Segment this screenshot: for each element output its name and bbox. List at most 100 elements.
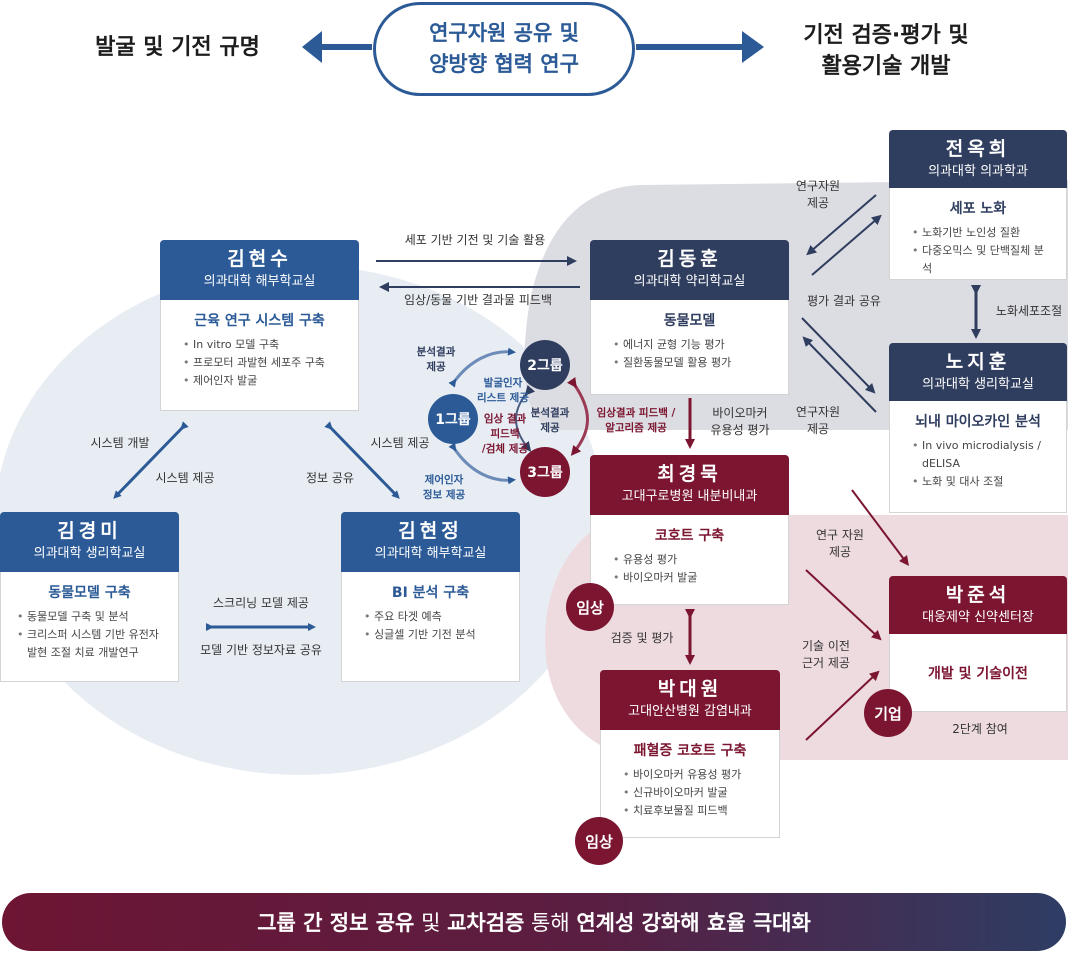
person-affiliation: 의과대학 해부학교실	[374, 546, 487, 561]
label-discovery-list: 발굴인자 리스트 제공	[477, 377, 529, 404]
person-header: 전옥희 의과대학 의과학과	[889, 130, 1067, 188]
label-system-provide-2: 시스템 제공	[370, 436, 430, 450]
label-tech-transfer: 기술 이전 근거 제공	[802, 639, 850, 670]
person-role-title: BI 분석 구축	[391, 585, 470, 601]
person-name: 김현정	[398, 520, 463, 542]
arrow-choi-to-junseok	[805, 569, 882, 641]
list-item: 다중오믹스 및 단백질체 분석	[912, 242, 1052, 278]
banner-part-4: 통해	[524, 911, 577, 935]
label-screening: 스크리닝 모델 제공	[213, 596, 309, 610]
header-center-line1: 연구자원 공유 및	[429, 21, 579, 45]
label-clinic-algorithm: 임상결과 피드백 / 알고리즘 제공	[596, 407, 676, 434]
person-role-title: 동물모델	[663, 313, 716, 329]
person-role-title: 뇌내 마이오카인 분석	[915, 414, 1041, 430]
person-header: 박대원 고대안산병원 감염내과	[600, 670, 780, 730]
arrow-donghoon-to-noh	[801, 317, 876, 394]
person-affiliation: 의과대학 생리학교실	[33, 546, 146, 561]
header-center-line2: 양방향 협력 연구	[429, 52, 579, 76]
person-header: 김현정 의과대학 해부학교실	[341, 512, 520, 572]
header-arrow-right-head	[742, 31, 764, 63]
group-arc-1-2	[448, 347, 516, 388]
banner-part-3: 교차검증	[447, 911, 525, 935]
list-item: In vivo microdialysis / dELISA	[912, 437, 1052, 473]
person-name: 전옥희	[945, 138, 1011, 160]
person-header: 김동훈 의과대학 약리학교실	[590, 240, 789, 300]
label-system-provide-1: 시스템 제공	[155, 471, 215, 485]
person-item-list: 동물모델 구축 및 분석 크리스퍼 시스템 기반 유전자 발현 조절 치료 개발…	[9, 608, 170, 662]
person-kim-kyungmi: 김경미 의과대학 생리학교실 동물모델 구축 동물모델 구축 및 분석 크리스퍼…	[0, 512, 179, 682]
person-name: 김경미	[57, 520, 122, 542]
person-kim-donghoon: 김동훈 의과대학 약리학교실 동물모델 에너지 균형 기능 평가 질환동물모델 …	[590, 240, 789, 395]
person-affiliation: 의과대학 약리학교실	[633, 274, 746, 289]
person-header: 최경묵 고대구로병원 내분비내과	[590, 455, 789, 515]
clinic-badge-2: 임상	[575, 817, 623, 865]
label-research-resource-3: 연구 자원 제공	[816, 528, 864, 559]
bottom-banner: 그룹 간 정보 공유 및 교차검증 통해 연계성 강화해 효율 극대화	[2, 893, 1066, 951]
header-left: 발굴 및 기전 규명	[95, 35, 260, 60]
arrow-hyunsu-hyunjung	[324, 421, 400, 499]
group-1-circle: 1그룹	[428, 394, 478, 444]
person-body: 세포 노화 노화기반 노인성 질환 다중오믹스 및 단백질체 분석	[889, 188, 1067, 280]
list-item: 제어인자 발굴	[183, 372, 344, 390]
clinic-badge-1: 임상	[566, 583, 614, 631]
label-system-dev: 시스템 개발	[90, 436, 150, 450]
person-park-junseok: 박준석 대웅제약 신약센터장 개발 및 기술이전	[889, 576, 1067, 712]
label-info-share: 정보 공유	[306, 471, 354, 485]
list-item: 에너지 균형 기능 평가	[613, 336, 774, 354]
list-item: In vitro 모델 구축	[183, 336, 344, 354]
person-name: 박대원	[657, 678, 723, 700]
header-right-line2: 활용기술 개발	[821, 54, 951, 79]
person-body: 동물모델 에너지 균형 기능 평가 질환동물모델 활용 평가	[590, 300, 789, 395]
list-item: 바이오마커 유용성 평가	[623, 766, 765, 784]
list-item: 주요 타겟 예측	[364, 608, 505, 626]
group-2-circle: 2그룹	[520, 340, 570, 390]
person-name: 최경묵	[657, 463, 722, 485]
arrow-noh-to-donghoon	[802, 336, 877, 413]
company-badge: 기업	[864, 689, 912, 737]
banner-part-2: 및	[414, 911, 448, 935]
list-item: 유용성 평가	[613, 551, 774, 569]
person-affiliation: 의과대학 생리학교실	[922, 377, 1034, 392]
person-item-list: 에너지 균형 기능 평가 질환동물모델 활용 평가	[605, 336, 774, 372]
person-body: BI 분석 구축 주요 타겟 예측 싱글셀 기반 기전 분석	[341, 572, 520, 682]
header-right: 기전 검증·평가 및 활용기술 개발	[776, 20, 996, 82]
label-analysis-1: 분석결과 제공	[416, 346, 456, 373]
person-park-daewon: 박대원 고대안산병원 감염내과 패혈증 코호트 구축 바이오마커 유용성 평가 …	[600, 670, 780, 838]
label-clinic-feedback-sample: 임상 결과 피드백 /검체 제공	[481, 413, 529, 455]
list-item: 질환동물모델 활용 평가	[613, 354, 774, 372]
group-arc-1-3	[448, 442, 516, 485]
person-role-title: 개발 및 기술이전	[928, 665, 1028, 682]
person-affiliation: 의과대학 의과학과	[928, 164, 1028, 179]
list-item: 프로모터 과발현 세포주 구축	[183, 354, 344, 372]
person-body: 동물모델 구축 동물모델 구축 및 분석 크리스퍼 시스템 기반 유전자 발현 …	[0, 572, 179, 682]
person-body: 패혈증 코호트 구축 바이오마커 유용성 평가 신규바이오마커 발굴 치료후보물…	[600, 730, 780, 838]
group-arc-2-3	[567, 377, 589, 456]
person-header: 박준석 대웅제약 신약센터장	[889, 576, 1067, 634]
person-kim-hyunjung: 김현정 의과대학 해부학교실 BI 분석 구축 주요 타겟 예측 싱글셀 기반 …	[341, 512, 520, 682]
person-name: 노지훈	[945, 351, 1011, 373]
list-item: 치료후보물질 피드백	[623, 802, 765, 820]
person-item-list: In vitro 모델 구축 프로모터 과발현 세포주 구축 제어인자 발굴	[175, 336, 344, 390]
label-research-resource-2: 연구자원 제공	[795, 405, 841, 436]
person-jeon-okhee: 전옥희 의과대학 의과학과 세포 노화 노화기반 노인성 질환 다중오믹스 및 …	[889, 130, 1067, 280]
list-item: 신규바이오마커 발굴	[623, 784, 765, 802]
list-item: 크리스퍼 시스템 기반 유전자 발현 조절 치료 개발연구	[17, 626, 170, 662]
banner-part-5: 연계성 강화해 효율 극대화	[576, 911, 811, 935]
person-name: 박준석	[945, 584, 1011, 606]
person-role-title: 동물모델 구축	[48, 585, 131, 601]
label-model-info: 모델 기반 정보자료 공유	[200, 643, 322, 657]
person-affiliation: 의과대학 해부학교실	[203, 274, 316, 289]
header-right-line1: 기전 검증·평가 및	[803, 23, 969, 48]
person-header: 김현수 의과대학 해부학교실	[160, 240, 359, 300]
list-item: 동물모델 구축 및 분석	[17, 608, 170, 626]
list-item: 노화기반 노인성 질환	[912, 224, 1052, 242]
list-item: 노화 및 대사 조절	[912, 473, 1052, 491]
label-biomarker-eval: 바이오마커 유용성 평가	[710, 406, 770, 437]
list-item: 바이오마커 발굴	[613, 569, 774, 587]
person-noh-jihoon: 노지훈 의과대학 생리학교실 뇌내 마이오카인 분석 In vivo micro…	[889, 343, 1067, 513]
label-eval-share: 평가 결과 공유	[807, 294, 881, 308]
label-factor-info: 제어인자 정보 제공	[422, 474, 466, 501]
person-affiliation: 대웅제약 신약센터장	[922, 610, 1034, 625]
label-stage2: 2단계 참여	[952, 722, 1008, 736]
